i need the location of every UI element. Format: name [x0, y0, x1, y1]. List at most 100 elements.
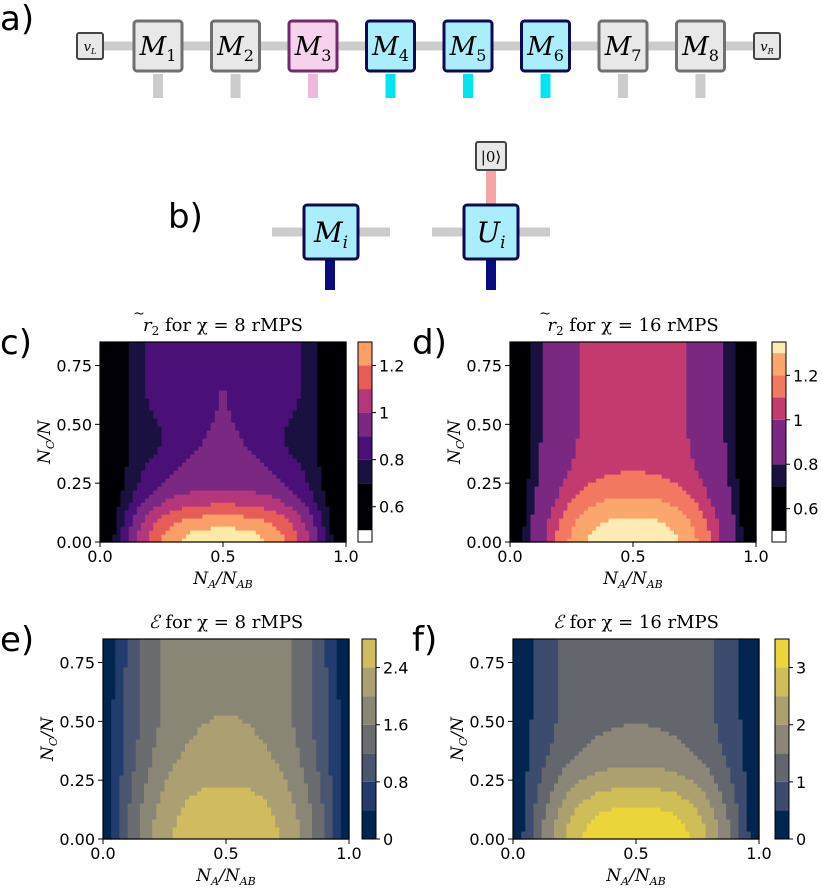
contour-cell [268, 506, 273, 511]
contour-cell [341, 462, 347, 467]
contour-cell [616, 434, 622, 439]
contour-cell [100, 522, 105, 527]
contour-cell [132, 442, 138, 447]
contour-cell [243, 422, 249, 427]
contour-cell [190, 350, 195, 355]
contour-cell [214, 354, 220, 359]
contour-cell [620, 354, 626, 359]
contour-cell [600, 482, 605, 487]
contour-cell [571, 414, 577, 419]
contour-cell [530, 498, 536, 503]
contour-cell [579, 490, 585, 495]
contour-cell [612, 418, 618, 423]
contour-cell [538, 526, 544, 531]
contour-cell [612, 454, 618, 459]
contour-cell [116, 446, 122, 451]
contour-cell [100, 346, 105, 351]
contour-cell [542, 522, 548, 527]
contour-cell [337, 514, 343, 519]
contour-cell [173, 538, 179, 543]
contour-cell [592, 426, 597, 431]
contour-cell [120, 482, 126, 487]
contour-cell [124, 490, 130, 495]
contour-cell [296, 414, 302, 419]
contour-cell [309, 522, 314, 527]
contour-cell [272, 494, 277, 499]
contour-cell [555, 342, 560, 347]
contour-cell [182, 494, 187, 499]
contour-cell [333, 362, 339, 367]
contour-cell [210, 474, 216, 479]
contour-cell [243, 350, 249, 355]
contour-cell [530, 450, 536, 455]
contour-cell [231, 506, 236, 511]
contour-cell [616, 354, 622, 359]
contour-cell [579, 442, 585, 447]
contour-cell [612, 398, 618, 403]
contour-cell [235, 510, 240, 515]
contour-cell [333, 518, 339, 523]
contour-cell [259, 394, 265, 399]
contour-cell [227, 342, 232, 347]
contour-cell [206, 370, 212, 375]
contour-cell [530, 358, 536, 363]
contour-cell [518, 510, 523, 515]
contour-cell [341, 490, 347, 495]
contour-cell [305, 342, 310, 347]
contour-cell [555, 534, 560, 539]
contour-cell [218, 522, 224, 527]
contour-cell [551, 426, 556, 431]
contour-cell [124, 534, 130, 539]
contour-cell [202, 354, 208, 359]
contour-cell [313, 490, 318, 495]
contour-cell [559, 442, 564, 447]
contour-cell [264, 406, 269, 411]
contour-cell [149, 490, 154, 495]
contour-cell [104, 478, 109, 483]
contour-cell [223, 426, 228, 431]
contour-cell [235, 378, 240, 383]
contour-cell [329, 470, 335, 475]
contour-cell [555, 450, 560, 455]
contour-cell [198, 514, 204, 519]
contour-cell [104, 446, 109, 451]
contour-cell [194, 410, 199, 415]
contour-cell [173, 362, 179, 367]
contour-cell [259, 450, 265, 455]
contour-cell [633, 430, 638, 435]
contour-cell [227, 414, 232, 419]
contour-cell [567, 370, 573, 375]
contour-cell [546, 486, 552, 491]
contour-cell [276, 526, 281, 531]
contour-cell [292, 402, 298, 407]
contour-cell [325, 366, 331, 371]
contour-cell [161, 426, 167, 431]
contour-cell [329, 474, 335, 479]
contour-cell [333, 434, 339, 439]
contour-cell [546, 490, 552, 495]
contour-cell [596, 534, 601, 539]
contour-cell [596, 518, 601, 523]
contour-cell [112, 414, 117, 419]
contour-cell [575, 526, 581, 531]
contour-cell [628, 450, 634, 455]
contour-cell [214, 454, 220, 459]
contour-cell [255, 458, 261, 463]
contour-cell [186, 342, 191, 347]
contour-cell [551, 518, 556, 523]
contour-cell [337, 442, 343, 447]
contour-cell [141, 474, 146, 479]
contour-cell [280, 402, 286, 407]
contour-cell [120, 422, 126, 427]
contour-cell [223, 398, 228, 403]
contour-cell [255, 434, 261, 439]
contour-cell [182, 498, 187, 503]
contour-cell [317, 478, 322, 483]
contour-cell [592, 366, 597, 371]
contour-cell [264, 382, 269, 387]
contour-cell [608, 474, 614, 479]
contour-cell [641, 394, 646, 399]
contour-cell [596, 510, 601, 515]
contour-cell [305, 462, 310, 467]
contour-cell [259, 378, 265, 383]
